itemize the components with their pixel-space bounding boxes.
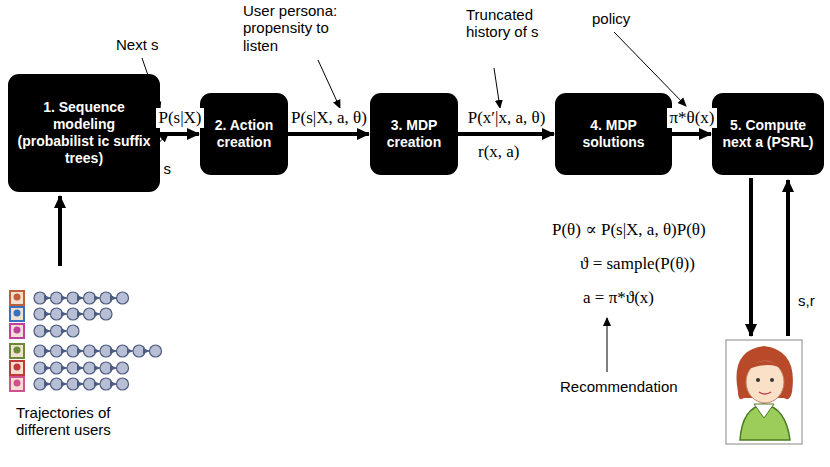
leader-line: [494, 68, 500, 108]
box-text: 1. Sequence modeling (probabilist ic suf…: [14, 99, 154, 166]
recommend-arrow: [749, 178, 753, 336]
feedback-arrow: [786, 180, 790, 336]
trajectory: [10, 324, 79, 338]
trajectory: [10, 307, 112, 321]
process-box: 5. Compute next a (PSRL): [712, 93, 824, 175]
flow-arrow: [458, 132, 554, 136]
box-text: 5. Compute next a (PSRL): [718, 117, 818, 151]
box-text: 2. Action creation: [206, 117, 282, 151]
trajectory: [10, 377, 129, 391]
edge-label: P(s|X): [156, 108, 203, 128]
formula: ϑ = sample(P(θ)): [580, 254, 695, 274]
process-box: 2. Action creation: [200, 93, 288, 175]
annotation: policy: [592, 10, 630, 27]
trajectory: [10, 361, 129, 375]
leader-line: [607, 318, 608, 372]
formula: P(θ) ∝ P(s|X, a, θ)P(θ): [552, 220, 706, 240]
annotation: Truncated history of s: [466, 6, 546, 41]
input-arrow: [58, 196, 62, 266]
edge-label: P(s|X, a, θ): [289, 108, 369, 128]
trajectory: [10, 344, 162, 358]
annotation: Recommendation: [560, 378, 678, 395]
caption-note: Trajectories of different users: [16, 404, 146, 439]
leader-line: [318, 60, 340, 108]
annotation: Next s: [116, 36, 159, 53]
trajectory-chains: [10, 291, 162, 391]
formula: a = π*ϑ(x): [583, 288, 654, 308]
box-text: 4. MDP solutions: [561, 117, 666, 151]
flow-arrow: [160, 132, 199, 136]
flow-arrow: [672, 132, 711, 136]
annotation: User persona: propensity to listen: [243, 2, 363, 54]
flow-arrow: [288, 132, 369, 136]
trajectory: [10, 291, 129, 305]
process-box: 3. MDP creation: [370, 93, 458, 175]
reward-label: r(x, a): [478, 142, 520, 162]
edge-label: π*θ(x): [667, 108, 716, 128]
user-icon: [726, 340, 802, 444]
annotation: History of s: [96, 160, 171, 177]
feedback-label: s,r: [798, 292, 815, 309]
box-text: 3. MDP creation: [376, 117, 452, 151]
edge-label: P(x′|x, a, θ): [466, 108, 548, 128]
process-box: 4. MDP solutions: [555, 93, 672, 175]
